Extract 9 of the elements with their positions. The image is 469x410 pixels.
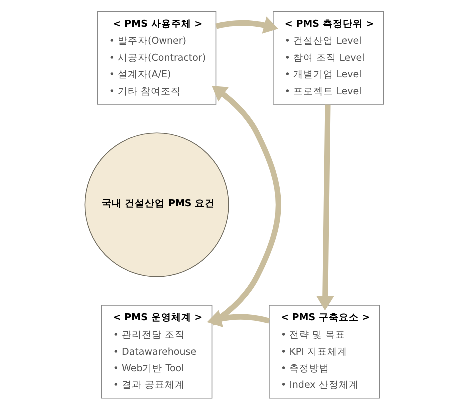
node-box: < PMS 운영체계 > • 관리전담 조직 • Datawarehouse • Web기반 Tool • 결과 공표체계 xyxy=(101,305,213,399)
node-box: < PMS 측정단위 > • 건설산업 Level • 참여 조직 Level • 개별기업 Level • 프로젝트 Level xyxy=(273,11,384,105)
node-circle: 국내 건설산업 PMS 요건 xyxy=(84,132,230,278)
arrow xyxy=(316,104,334,311)
arrow xyxy=(216,16,279,34)
arrow xyxy=(210,86,282,326)
node-box: < PMS 사용주체 > • 발주자(Owner) • 시공자(Contractor) • 설계자(A/E) • 기타 참여조직 xyxy=(97,11,217,105)
node-box: < PMS 구축요소 > • 전략 및 목표 • KPI 지표체계 • 측정방법 • Index 산정체계 xyxy=(269,305,380,399)
arrow xyxy=(207,310,270,328)
